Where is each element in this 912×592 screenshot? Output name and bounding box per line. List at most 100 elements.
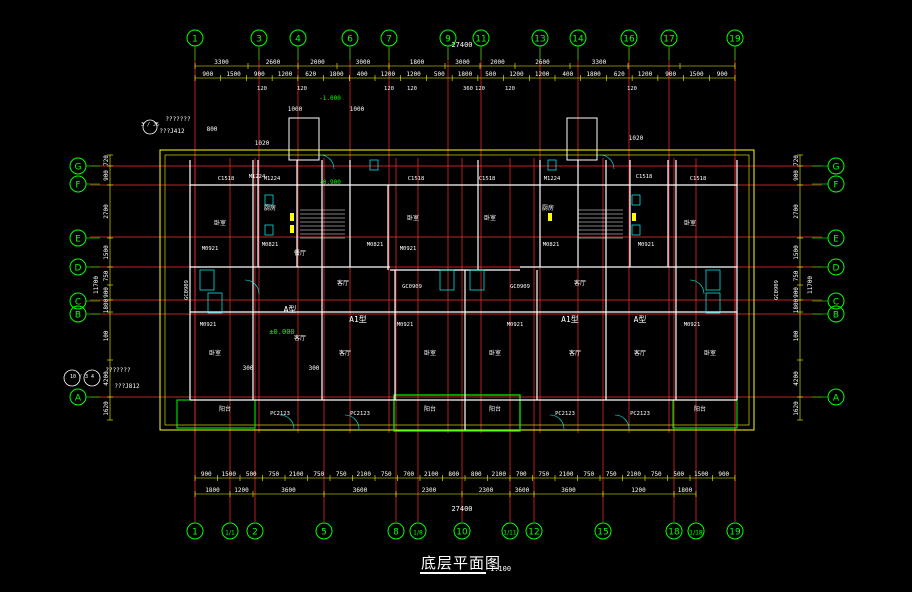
axis-bubble-bottom bbox=[409, 522, 427, 540]
dim-label-top-fine: 1200 bbox=[381, 71, 396, 78]
appliance-fixture bbox=[290, 225, 294, 233]
misc-dimension-label: 1000 bbox=[350, 106, 365, 113]
detail-callout-label: 10 / 3 4 bbox=[70, 374, 94, 380]
dim-label-bottom-fine: 900 bbox=[718, 471, 729, 478]
axis-bubble-right-label: A bbox=[833, 394, 840, 404]
dim-label-bottom-fine: 800 bbox=[448, 471, 459, 478]
dim-label-bottom-fine: 750 bbox=[538, 471, 549, 478]
axis-bubble-bottom bbox=[221, 522, 239, 540]
axis-bubble-top-label: 17 bbox=[663, 35, 674, 45]
title-underline bbox=[420, 572, 486, 574]
misc-dimension-label: 300 bbox=[309, 365, 320, 372]
axis-bubble-bottom-label: 10 bbox=[456, 528, 468, 538]
dim-label-bottom: 1200 bbox=[234, 487, 249, 494]
drawing-scale: 1:100 bbox=[490, 565, 512, 573]
room-label-living: 客厅 bbox=[634, 349, 646, 357]
room-label-dining: 餐厅 bbox=[294, 249, 306, 257]
dim-label-top-fine: 500 bbox=[434, 71, 445, 78]
axis-bubble-left-label: G bbox=[75, 163, 82, 173]
door-swing bbox=[344, 414, 360, 430]
axis-bubble-bottom-label: 1/18 bbox=[689, 530, 703, 537]
dim-side-label: 750 bbox=[103, 270, 110, 281]
door-window-tag: M1224 bbox=[544, 176, 561, 182]
dim-side-label: 720 bbox=[103, 155, 110, 166]
door-window-tag: PC2123 bbox=[270, 411, 290, 417]
dim-label-top: 2600 bbox=[535, 59, 550, 66]
door-window-tag: M0921 bbox=[202, 246, 219, 252]
axis-bubble-top-label: 19 bbox=[729, 35, 741, 45]
sink-fixture bbox=[369, 159, 379, 171]
room-label-balcony: 阳台 bbox=[424, 405, 436, 413]
detail-ref: ???J812 bbox=[114, 383, 140, 390]
dim-side-label: 1500 bbox=[103, 245, 110, 260]
dim-label-bottom-fine: 1500 bbox=[694, 471, 709, 478]
dim-label-bottom: 3600 bbox=[281, 487, 296, 494]
room-label-bedroom: 卧室 bbox=[209, 349, 221, 357]
room-label-kitchen: 厨房 bbox=[542, 204, 554, 212]
axis-bubble-left-label: E bbox=[75, 235, 81, 245]
door-window-tag: M0921 bbox=[684, 322, 701, 328]
dim-side-label: 1800 bbox=[793, 298, 800, 313]
door-swing bbox=[279, 414, 295, 430]
dim-label-bottom-fine: 800 bbox=[471, 471, 482, 478]
dim-label-top-fine: 1200 bbox=[509, 71, 524, 78]
axis-bubble-right-label: C bbox=[833, 298, 839, 308]
dim-label-top-fine: 1200 bbox=[278, 71, 293, 78]
dim-label-bottom: 1200 bbox=[631, 487, 646, 494]
dim-label-top-fine: 500 bbox=[485, 71, 496, 78]
axis-bubble-bottom-label: 2 bbox=[252, 528, 258, 538]
axis-bubble-right-label: E bbox=[833, 235, 839, 245]
bathtub-fixture bbox=[439, 269, 455, 291]
dim-small-label: 120 bbox=[384, 86, 394, 92]
dim-side-label: 1620 bbox=[103, 401, 110, 416]
detail-note: ??????? bbox=[105, 367, 131, 374]
axis-bubble-bottom bbox=[687, 522, 705, 540]
level-label: -1.000 bbox=[319, 95, 341, 102]
dim-label-bottom: 1800 bbox=[678, 487, 693, 494]
axis-bubble-bottom bbox=[665, 522, 683, 540]
axis-bubble-bottom-label: 1/11 bbox=[503, 530, 517, 537]
room-label-balcony: 阳台 bbox=[219, 405, 231, 413]
dim-label-top: 2000 bbox=[490, 59, 505, 66]
dim-label-top: 3000 bbox=[356, 59, 371, 66]
dim-label-bottom-fine: 700 bbox=[516, 471, 527, 478]
door-window-tag: C1518 bbox=[690, 176, 707, 182]
appliance-fixture bbox=[290, 213, 294, 221]
axis-bubble-left-label: B bbox=[75, 311, 81, 321]
dim-label-bottom-fine: 2100 bbox=[627, 471, 642, 478]
detail-note: ??????? bbox=[165, 116, 191, 123]
door-swing bbox=[244, 279, 260, 295]
dim-side-label: 900 bbox=[103, 287, 110, 298]
door-window-tag: C1518 bbox=[218, 176, 235, 182]
balcony-outline bbox=[176, 399, 256, 429]
door-swing bbox=[614, 414, 630, 430]
axis-bubble-left-label: D bbox=[75, 264, 82, 274]
appliance-fixture bbox=[548, 213, 552, 221]
room-label-bedroom: 卧室 bbox=[704, 349, 716, 357]
balcony-outline bbox=[393, 394, 521, 432]
unit-type-label: A1型 bbox=[561, 315, 579, 324]
axis-bubble-bottom bbox=[453, 522, 471, 540]
door-swing bbox=[549, 414, 565, 430]
room-label-living: 客厅 bbox=[569, 349, 581, 357]
dim-label-bottom-fine: 2100 bbox=[289, 471, 304, 478]
dim-label-bottom-fine: 750 bbox=[336, 471, 347, 478]
dim-label-top-fine: 900 bbox=[202, 71, 213, 78]
outer-walls bbox=[159, 149, 755, 432]
detail-callout bbox=[83, 369, 101, 387]
room-label-kitchen: 厨房 bbox=[264, 204, 276, 212]
dim-label-top-fine: 1200 bbox=[406, 71, 421, 78]
axis-bubble-bottom bbox=[726, 522, 744, 540]
axis-bubble-top-label: 1 bbox=[192, 35, 198, 45]
dim-label-top-fine: 1500 bbox=[226, 71, 241, 78]
axis-bubble-bottom bbox=[594, 522, 612, 540]
dim-side-total: 11700 bbox=[93, 276, 100, 294]
sink-fixture bbox=[631, 224, 641, 236]
dim-side-label: 750 bbox=[793, 270, 800, 281]
detail-callout bbox=[63, 369, 81, 387]
dim-label-bottom: 2300 bbox=[422, 487, 437, 494]
room-label-bedroom: 卧室 bbox=[424, 349, 436, 357]
axis-bubble-bottom-label: 12 bbox=[528, 528, 539, 538]
dim-label-top-fine: 1200 bbox=[638, 71, 653, 78]
